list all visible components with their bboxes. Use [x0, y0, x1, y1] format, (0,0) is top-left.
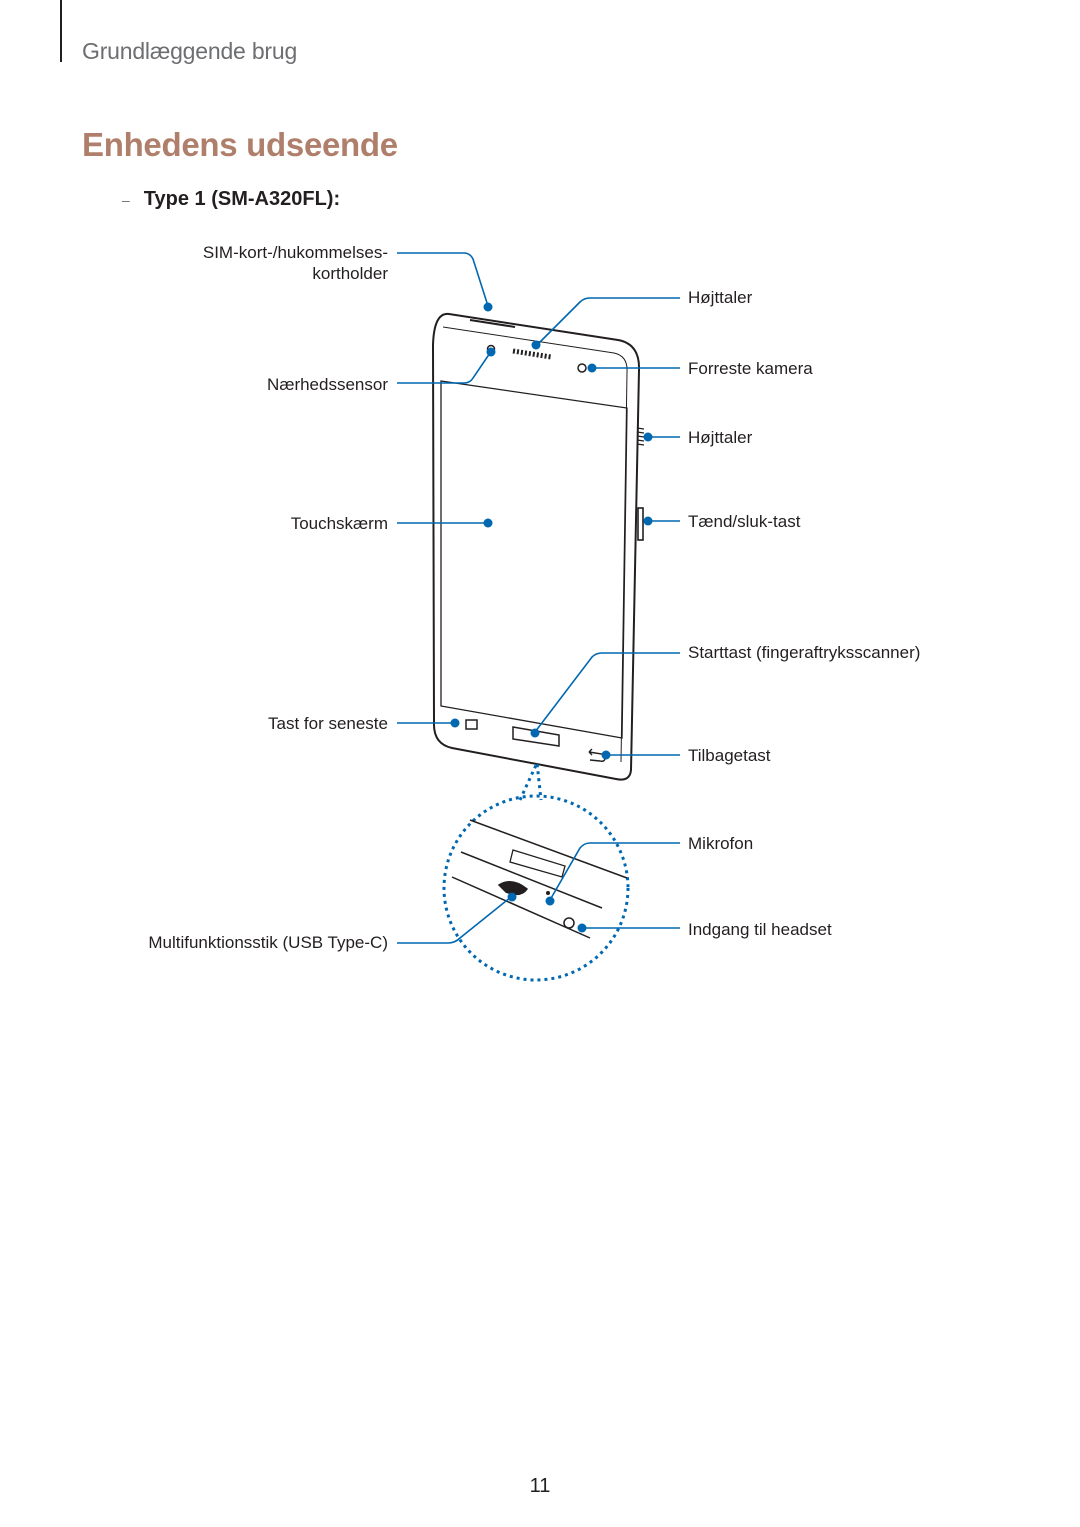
callout-usb: [397, 896, 512, 944]
dot-back-key: [601, 750, 611, 760]
sim-tray-icon: [469, 319, 516, 328]
touchscreen-area: [440, 380, 628, 739]
front-camera-icon: [577, 363, 587, 373]
bottom-edge-line-2: [469, 819, 628, 879]
label-back-key: Tilbagetast: [688, 746, 771, 765]
phone-front-illustration: [431, 312, 645, 781]
callout-home-key: [534, 652, 680, 733]
phone-bezel: [442, 326, 628, 763]
label-sim-tray: SIM-kort-/hukommelses- kortholder: [203, 242, 388, 284]
callout-dots: [450, 302, 653, 933]
dot-proximity-sensor: [486, 347, 496, 357]
label-sim-tray-line1: SIM-kort-/hukommelses-: [202, 243, 388, 262]
power-key-icon: [637, 507, 644, 541]
usb-port-icon: [497, 881, 529, 896]
label-front-camera: Forreste kamera: [688, 359, 813, 378]
headset-jack-icon: [563, 917, 575, 929]
recent-apps-key-icon: [465, 719, 478, 730]
fingerprint-sensor-outline: [509, 849, 566, 878]
dot-touchscreen: [483, 518, 493, 528]
bottom-edge-line-1: [460, 851, 603, 909]
dot-sim-tray: [483, 302, 493, 312]
section-header: Grundlæggende brug: [82, 38, 298, 64]
label-speaker-side: Højttaler: [688, 428, 753, 447]
bottom-detail-illustration: [442, 757, 630, 982]
label-multipurpose-jack: Multifunktionsstik (USB Type-C): [148, 933, 388, 952]
label-sim-tray-line2: kortholder: [312, 264, 388, 283]
page-number: 11: [529, 1475, 551, 1497]
callout-lines: [397, 252, 680, 944]
magnifier-circle: [442, 794, 630, 982]
label-home-key: Starttast (fingeraftryksscanner): [688, 643, 921, 662]
section-rule: [60, 0, 62, 62]
dot-home-key: [530, 728, 540, 738]
dot-power-key: [643, 516, 653, 526]
label-touchscreen: Touchskærm: [290, 514, 388, 533]
page-title: Enhedens udseende: [82, 126, 398, 163]
side-speaker-icon: [636, 427, 645, 446]
home-key-icon: [512, 726, 560, 747]
magnifier-pointer: [518, 757, 543, 801]
microphone-hole-icon: [546, 891, 550, 895]
dot-front-camera: [587, 363, 597, 373]
dot-speaker-top: [531, 340, 541, 350]
label-power-key: Tænd/sluk-tast: [688, 512, 801, 531]
callout-speaker-top: [537, 297, 680, 345]
subheading-dash: –: [122, 191, 130, 208]
callout-proximity-sensor: [397, 352, 491, 384]
phone-body: [431, 312, 641, 781]
dot-recent-apps: [450, 718, 460, 728]
dot-microphone: [545, 896, 555, 906]
dot-usb: [507, 892, 517, 902]
label-earphone-jack: Indgang til headset: [688, 920, 832, 939]
label-recent-apps-key: Tast for seneste: [267, 714, 388, 733]
dot-side-speaker: [643, 432, 653, 442]
label-microphone: Mikrofon: [688, 834, 754, 853]
label-proximity-sensor: Nærhedssensor: [267, 375, 388, 394]
dot-earphone-jack: [577, 923, 587, 933]
earpiece-speaker-icon: [512, 348, 552, 360]
subheading-text: Type 1 (SM-A320FL):: [143, 188, 341, 210]
label-speaker-top: Højttaler: [688, 288, 753, 307]
subheading: –Type 1 (SM-A320FL):: [122, 188, 340, 211]
callout-sim-tray: [397, 252, 489, 307]
callout-microphone: [549, 842, 680, 901]
